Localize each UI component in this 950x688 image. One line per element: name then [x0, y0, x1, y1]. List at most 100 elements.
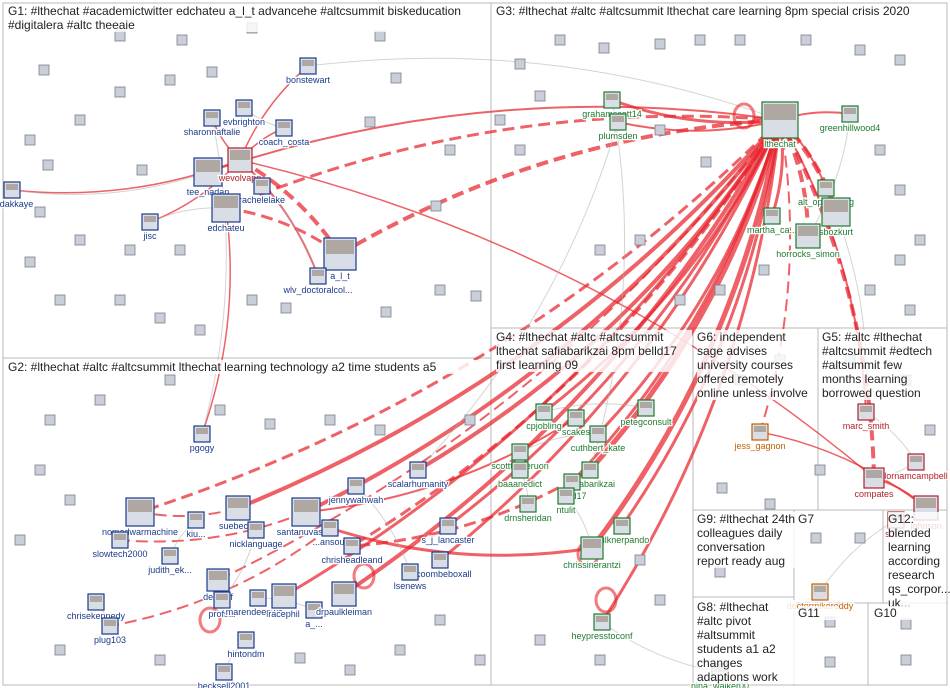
- edge-edchateu-pgogy: [201, 207, 231, 435]
- node-label-racephil: racephil: [268, 609, 300, 619]
- minor-node-82: [814, 464, 826, 476]
- minor-node-0: [114, 30, 126, 42]
- node-label-evbrighton: evbrighton: [223, 117, 265, 127]
- avatar-photo: [844, 108, 856, 114]
- node-a_l_t: a_l_t: [323, 237, 357, 282]
- node-judith_ek: judith_ek...: [146, 547, 193, 576]
- minor-node-10: [74, 114, 86, 126]
- edge-edchateu-lthechat: [225, 114, 781, 210]
- minor-node-8: [390, 72, 402, 84]
- avatar-photo: [412, 464, 424, 470]
- minor-node-53: [634, 234, 646, 246]
- node-nicklanguage: nicklanguage: [228, 521, 284, 550]
- node-label-jisc: jisc: [143, 231, 157, 241]
- node-label-marendeepwell: marendeepwe...: [226, 607, 291, 617]
- node-label-s_j_lancaster: s_j_lancaster: [421, 535, 474, 545]
- node-label-compates: compates: [854, 489, 894, 499]
- minor-node-20: [24, 256, 36, 268]
- minor-node-23: [154, 312, 166, 324]
- avatar-photo: [274, 586, 294, 596]
- minor-node-50: [758, 264, 770, 276]
- edge-lthechat-plumsden: [617, 119, 781, 132]
- minor-node-76: [594, 654, 606, 666]
- node-baaanedict: baaanedict: [497, 461, 544, 490]
- minor-node-6: [164, 74, 176, 86]
- group-title-g11: G11: [798, 606, 838, 620]
- node-label-hintondm: hintondm: [227, 649, 264, 659]
- node-jisc: jisc: [141, 213, 159, 242]
- node-label-a_: a_...: [305, 619, 323, 629]
- minor-node-43: [700, 156, 712, 168]
- node-label-mcoombeboxall: mcoombeboxall: [408, 569, 471, 579]
- node-cpjobling: cpjobling: [525, 403, 563, 432]
- node-bonstewart: bonstewart: [285, 57, 332, 86]
- minor-node-56: [94, 394, 106, 406]
- minor-node-47: [894, 254, 906, 266]
- minor-node-62: [464, 414, 476, 426]
- avatar-photo: [240, 634, 252, 640]
- node-label-ntulit: ntulit: [556, 505, 576, 515]
- edge-lthechat-grahamscott14: [611, 98, 781, 125]
- minor-node-85: [810, 532, 822, 544]
- node-label-slowtech2000: slowtech2000: [92, 549, 147, 559]
- edge-grahamscott14-safiabarikzai: [589, 99, 626, 471]
- node-cuthbert_kate: cuthbert_kate: [569, 425, 627, 454]
- minor-node-26: [280, 302, 292, 314]
- node-label-pgogy: pgogy: [190, 443, 215, 453]
- node-label-lthechat: lthechat: [764, 139, 796, 149]
- node-label-mansour: ...ansour: [312, 537, 347, 547]
- avatar-photo: [798, 226, 818, 236]
- minor-node-65: [14, 534, 26, 546]
- avatar-photo: [324, 522, 336, 528]
- node-sbozkurt: sbozkurt: [818, 197, 855, 238]
- node-lthechat: lthechat: [761, 101, 799, 150]
- minor-node-34: [694, 34, 706, 46]
- minor-node-75: [654, 594, 666, 606]
- avatar-photo: [570, 412, 582, 418]
- minor-node-59: [264, 418, 276, 430]
- self-loop-1: [198, 606, 222, 634]
- minor-node-84: [764, 498, 776, 510]
- group-title-g10: G10: [874, 606, 914, 620]
- node-scakes: scakes: [561, 409, 592, 438]
- minor-node-16: [34, 206, 46, 218]
- minor-node-3: [374, 30, 386, 42]
- avatar-photo: [104, 620, 116, 626]
- avatar-photo: [766, 210, 778, 216]
- avatar-photo: [866, 470, 882, 478]
- minor-node-91: [900, 618, 912, 630]
- node-label-kiu: kiu...: [186, 529, 205, 539]
- minor-node-64: [64, 494, 76, 506]
- minor-node-48: [864, 284, 876, 296]
- edge-doctormikereddy-smi: [819, 519, 897, 593]
- avatar-photo: [294, 500, 318, 512]
- minor-node-52: [674, 294, 686, 306]
- minor-node-25: [246, 294, 258, 306]
- avatar-photo: [326, 240, 354, 254]
- minor-node-9: [24, 134, 36, 146]
- node-coach_costa: coach_costa: [257, 119, 311, 148]
- avatar-photo: [128, 500, 152, 512]
- node-chrissinerantzi: chrissinerantzi: [562, 536, 622, 571]
- edge-scakes-santanuvasant: [305, 417, 577, 513]
- minor-node-24: [194, 324, 206, 336]
- minor-node-32: [598, 42, 610, 54]
- avatar-photo: [6, 184, 18, 190]
- node-label-sharonnaftalie: sharonnaftalie: [184, 127, 241, 137]
- minor-node-71: [54, 644, 66, 656]
- avatar-photo: [596, 616, 608, 622]
- node-label-profsal: profsal: [208, 609, 235, 619]
- edge-lthechat-scalarhumanity: [416, 118, 782, 472]
- avatar-photo: [256, 180, 268, 186]
- group-title-g9: G9: #lthechat 24th colleagues daily conv…: [697, 512, 797, 568]
- node-petegconsult: petegconsult: [619, 399, 673, 428]
- node-mansour: ...ansour: [311, 519, 349, 548]
- avatar-photo: [164, 550, 176, 556]
- minor-node-33: [654, 38, 666, 50]
- node-lindakkaye: lindakkaye: [0, 181, 35, 210]
- node-martha_ca: martha_ca...: [746, 207, 798, 236]
- group-title-g12: G12: blended learning according research…: [888, 512, 950, 610]
- avatar-photo: [334, 584, 354, 594]
- node-label-coach_costa: coach_costa: [259, 137, 310, 147]
